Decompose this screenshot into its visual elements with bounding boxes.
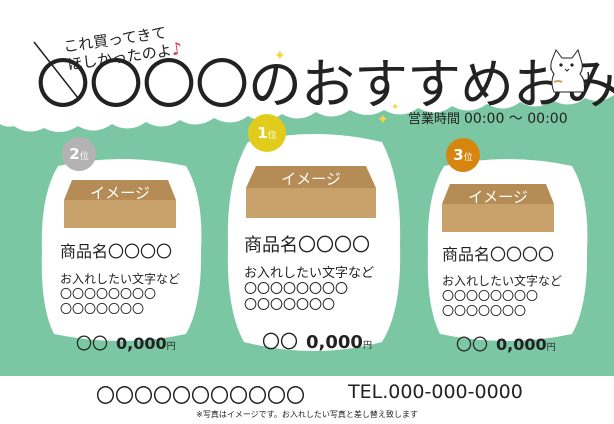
product-name: 商品名〇〇〇〇 [442, 245, 555, 264]
sparkle-icon: ✦ [377, 112, 389, 128]
photo-disclaimer: ※写真はイメージです。お入れしたい写真と差し替え致します [196, 410, 418, 419]
rank-badge-2: 2位 [62, 137, 96, 171]
rank-badge-3: 3位 [446, 138, 480, 172]
product-description: お入れしたい文字など 〇〇〇〇〇〇〇〇 〇〇〇〇〇〇〇 [60, 272, 181, 316]
product-name: 商品名〇〇〇〇 [244, 235, 370, 256]
product-description: お入れしたい文字など 〇〇〇〇〇〇〇〇 〇〇〇〇〇〇〇 [244, 266, 375, 313]
hours-time: 00:00 ～ 00:00 [464, 111, 568, 127]
product-description: お入れしたい文字など 〇〇〇〇〇〇〇〇 〇〇〇〇〇〇〇 [442, 274, 563, 318]
image-label: イメージ [468, 188, 528, 206]
image-placeholder-box [442, 184, 554, 232]
cat-icon [550, 48, 590, 93]
hours-label: 営業時間 [408, 112, 461, 127]
image-label: イメージ [90, 184, 150, 202]
phone-number: TEL.000-000-0000 [348, 381, 523, 403]
rank-badge-1: 1位 [248, 114, 286, 152]
shop-name: 〇〇〇〇〇〇〇〇〇〇〇 [96, 385, 306, 407]
sparkle-icon: ✦ [391, 102, 400, 113]
cloud-band [0, 0, 614, 133]
image-label: イメージ [281, 170, 341, 188]
sparkle-icon: ✦ [274, 48, 286, 64]
image-placeholder-box [64, 180, 176, 228]
product-name: 商品名〇〇〇〇 [60, 242, 173, 261]
image-placeholder-box [246, 166, 376, 218]
pen-stroke-decoration [33, 41, 79, 99]
page-title: 〇〇〇〇のおすすめおみや [36, 53, 614, 116]
